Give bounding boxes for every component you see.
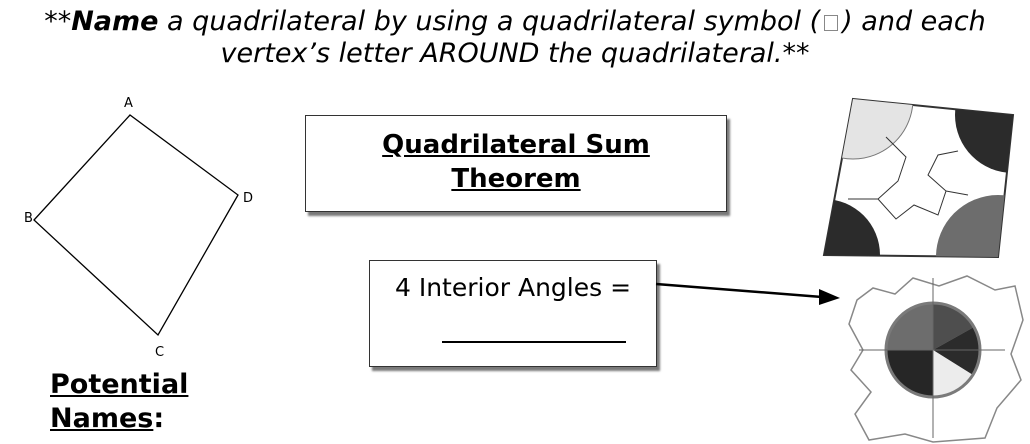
instruction-text: **Name a quadrilateral by using a quadri… — [0, 6, 1030, 70]
vertex-label-a: A — [124, 96, 133, 111]
potential-names-line1: Potential — [50, 369, 189, 400]
quadrilateral-tiling-image — [822, 97, 1015, 259]
quadrilateral-abcd-figure: A B C D — [24, 96, 253, 360]
potential-names-line2: Names — [50, 403, 154, 434]
vertex-label-b: B — [24, 211, 33, 226]
theorem-title-line1: Quadrilateral Sum — [382, 130, 650, 160]
arrow-icon — [655, 282, 840, 305]
theorem-title: Quadrilateral Sum Theorem — [306, 128, 726, 196]
angle-pieces-circle-image — [848, 275, 1024, 443]
potential-names-colon: : — [153, 403, 165, 434]
interior-angles-box: 4 Interior Angles = — [369, 260, 657, 367]
instruction-prefix: ** — [44, 6, 72, 37]
instruction-part1: a quadrilateral by using a quadrilateral… — [158, 6, 821, 37]
quadrilateral-symbol-icon — [824, 15, 839, 31]
instruction-part2: ) and each vertex’s letter AROUND the qu… — [220, 6, 986, 69]
quadrilateral-outline — [33, 114, 239, 337]
instruction-bold-word: Name — [71, 6, 159, 37]
vertex-label-c: C — [155, 345, 164, 360]
theorem-box: Quadrilateral Sum Theorem — [305, 115, 727, 212]
vertex-label-d: D — [243, 191, 253, 206]
answer-blank — [442, 341, 626, 343]
interior-angles-text: 4 Interior Angles = — [394, 273, 632, 302]
theorem-title-line2: Theorem — [451, 164, 581, 194]
